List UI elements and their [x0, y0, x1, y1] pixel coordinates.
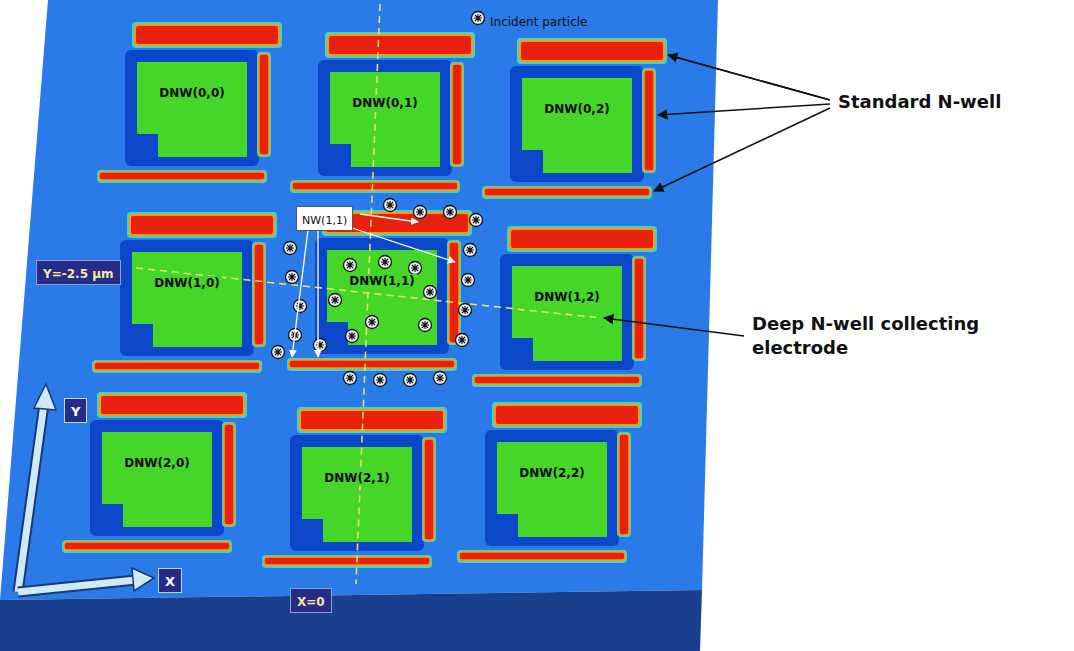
- deep-nwell-electrode: DNW(1,0): [132, 252, 242, 347]
- deep-nwell-electrode: DNW(2,2): [497, 442, 607, 537]
- deep-nwell-electrode: DNW(2,1): [302, 447, 412, 542]
- deep-nwell-electrode: DNW(1,1): [327, 250, 437, 345]
- node-text: DNW(0,0): [157, 86, 226, 101]
- axis-tag: X: [158, 568, 182, 593]
- cut-line-tag: Y=-2.5 µm: [36, 260, 121, 285]
- callout-label: Deep N-well collecting electrode: [752, 312, 992, 360]
- node-text: Y=-2.5 µm: [43, 267, 114, 281]
- legend-entry: Incident particle: [490, 11, 587, 30]
- node-text: DNW(2,2): [517, 466, 586, 481]
- nwell-callout-box: NW(1,1): [296, 206, 353, 231]
- node-text: DNW(2,1): [322, 471, 391, 486]
- deep-nwell-electrode: DNW(2,0): [102, 432, 212, 527]
- axis-tag: Y: [64, 398, 87, 423]
- node-text: X: [165, 574, 175, 589]
- label-text: Deep N-well collecting electrode: [752, 313, 979, 358]
- node-text: DNW(0,1): [350, 96, 419, 111]
- deep-nwell-electrode: DNW(0,0): [137, 62, 247, 157]
- cut-line-tag: X=0: [290, 588, 332, 613]
- node-text: DNW(2,0): [122, 456, 191, 471]
- deep-nwell-electrode: DNW(1,2): [512, 266, 622, 361]
- node-text: DNW(1,2): [532, 290, 601, 305]
- node-text: DNW(1,0): [152, 276, 221, 291]
- node-text: DNW(0,2): [542, 102, 611, 117]
- legend-text: Incident particle: [490, 15, 587, 29]
- callout-label: Standard N-well: [838, 90, 1001, 114]
- deep-nwell-electrode: DNW(0,1): [330, 72, 440, 167]
- node-text: DNW(1,1): [347, 274, 416, 289]
- node-text: Y: [71, 404, 80, 419]
- deep-nwell-electrode: DNW(0,2): [522, 78, 632, 173]
- node-text: NW(1,1): [302, 214, 347, 227]
- label-text: Standard N-well: [838, 91, 1001, 112]
- node-text: X=0: [297, 595, 325, 609]
